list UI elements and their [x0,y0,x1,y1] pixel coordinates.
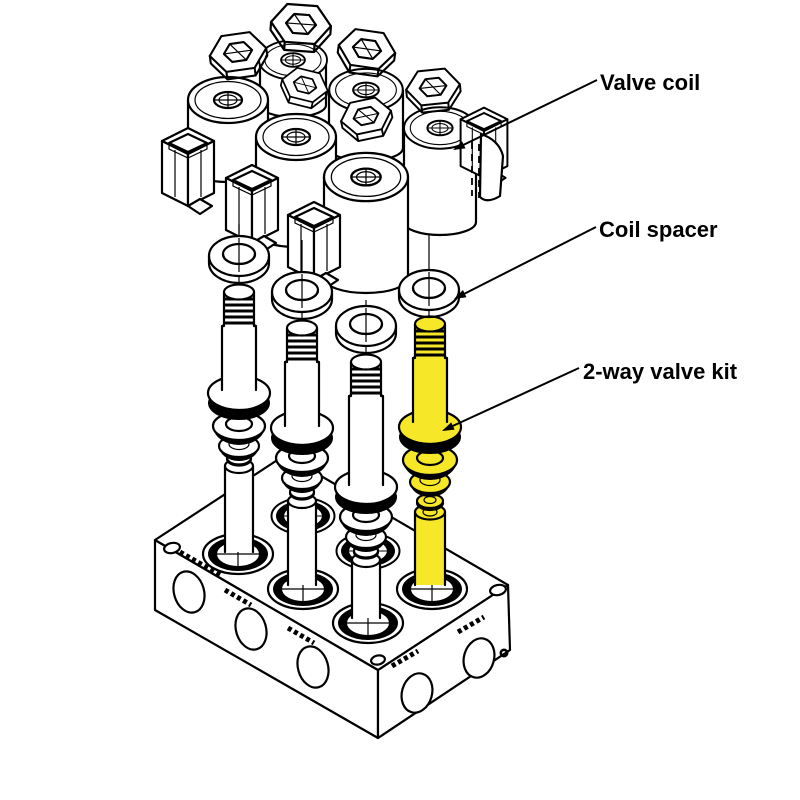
coil-spacer-leader [455,226,597,299]
port-marking-smudges [178,549,486,669]
coil-shield-flap [478,132,505,202]
valve-coil-arrowhead [453,141,466,150]
side-ports [172,570,496,714]
valve-coil-cluster [160,1,509,295]
two-way-valve-kit-label: 2-way valve kit [583,359,738,384]
two-way-valve-kit-leader [443,367,580,431]
manifold-block [153,453,512,740]
hidden-edge-dashes [471,142,480,198]
valve-stem-assembly-1 [206,224,272,554]
screw-holes [163,541,509,666]
valve-coil-leader [454,79,598,150]
valve-stem-assembly-3 [333,300,399,620]
coil-spacer-arrowhead [454,290,467,299]
coil-spacer-label: Coil spacer [599,217,718,242]
valve-stem-assembly-2 [269,240,335,587]
valve-coil-label: Valve coil [600,70,700,95]
two-way-valve-kit-arrowhead [442,422,455,431]
callouts: Valve coil Coil spacer 2-way valve kit [442,70,738,431]
